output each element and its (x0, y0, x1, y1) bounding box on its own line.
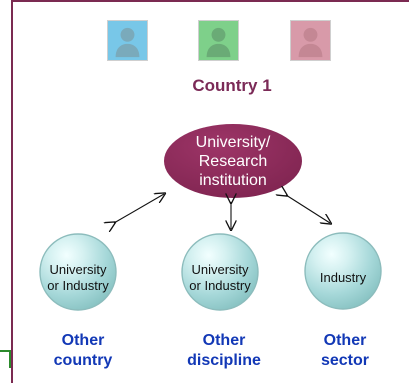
person-icon (291, 21, 330, 60)
left-connection-arrow (114, 194, 164, 223)
central-node-label: University/ Research institution (195, 133, 271, 189)
other-discipline-label: Other discipline (187, 332, 261, 369)
right-connection-arrow (286, 195, 330, 223)
person-avatar-green (198, 20, 239, 61)
corner-mark (0, 350, 11, 368)
person-icon (199, 21, 238, 60)
middle-partner-node-label: University or Industry (189, 262, 251, 293)
person-icon (108, 21, 147, 60)
left-partner-node-label: University or Industry (47, 262, 109, 293)
right-partner-node-label: Industry (319, 270, 367, 285)
frame-left-border (11, 0, 13, 383)
person-avatar-pink (290, 20, 331, 61)
other-country-label: Other country (53, 332, 113, 369)
country-title: Country 1 (192, 76, 272, 95)
other-sector-label: Other sector (320, 332, 370, 369)
frame-top-border (11, 0, 409, 2)
person-avatar-blue (107, 20, 148, 61)
